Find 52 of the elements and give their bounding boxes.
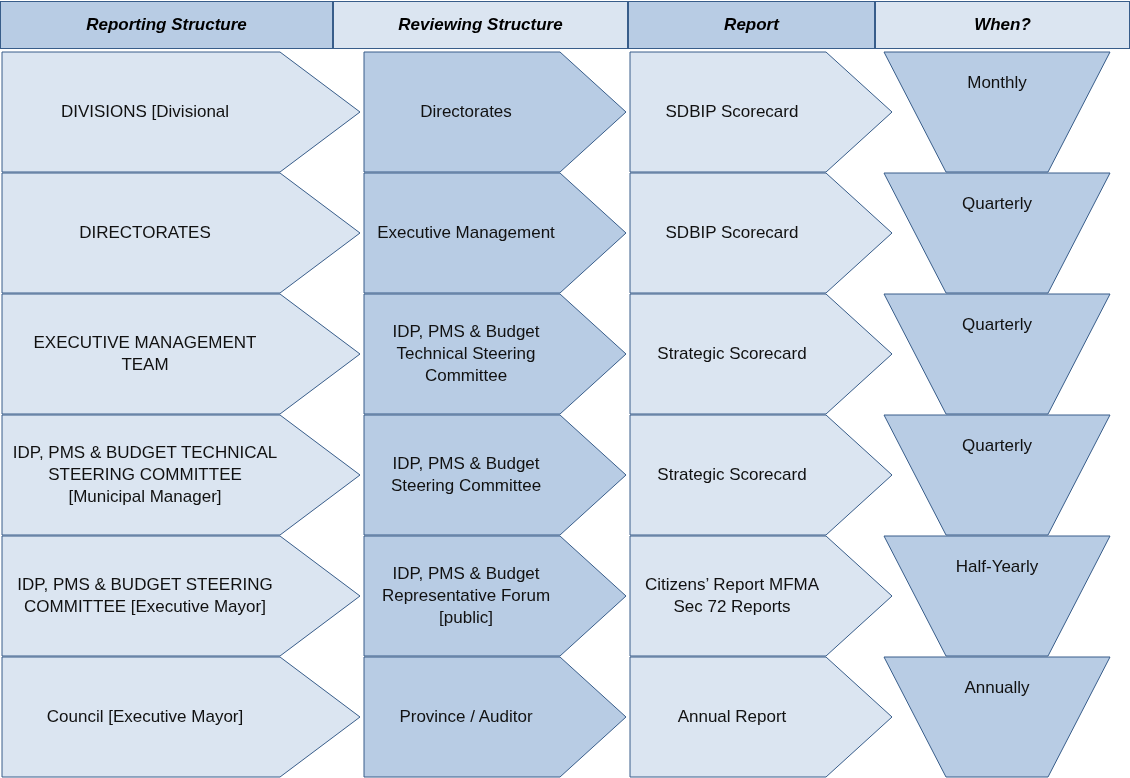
shape-label: DIVISIONS [Divisional — [59, 100, 231, 123]
pentagon-shape — [630, 52, 892, 172]
shape-label: Executive Management — [376, 221, 556, 244]
shape-label: IDP, PMS & Budget Representative Forum [public] — [380, 562, 552, 630]
pentagon-shape — [2, 52, 360, 172]
pentagon-shape — [364, 415, 626, 535]
funnel-shape — [884, 173, 1110, 293]
column-header: Report — [628, 1, 875, 49]
shape-label: Annually — [963, 676, 1031, 699]
shape-label: Strategic Scorecard — [656, 342, 808, 365]
column-header: When? — [875, 1, 1130, 49]
funnel-shape — [884, 294, 1110, 414]
pentagon-shape — [630, 173, 892, 293]
shape-label: Strategic Scorecard — [656, 463, 808, 486]
shape-label: Quarterly — [961, 313, 1033, 336]
funnel-shape — [884, 52, 1110, 172]
shape-label: SDBIP Scorecard — [664, 221, 800, 244]
funnel-shape — [884, 536, 1110, 656]
shape-label: IDP, PMS & Budget Steering Committee — [389, 452, 543, 497]
pentagon-shape — [2, 536, 360, 656]
pentagon-shape — [2, 415, 360, 535]
pentagon-shape — [630, 657, 892, 777]
pentagon-shape — [364, 657, 626, 777]
shape-label: IDP, PMS & BUDGET STEERING COMMITTEE [Executive Mayor] — [16, 573, 274, 618]
shape-label: Annual Report — [676, 705, 788, 728]
shape-label: Quarterly — [961, 434, 1033, 457]
pentagon-shape — [2, 173, 360, 293]
column-header: Reviewing Structure — [333, 1, 628, 49]
shape-label: Quarterly — [961, 192, 1033, 215]
funnel-shape — [884, 657, 1110, 777]
pentagon-shape — [364, 52, 626, 172]
pentagon-shape — [630, 294, 892, 414]
column-header: Reporting Structure — [0, 1, 333, 49]
pentagon-shape — [364, 294, 626, 414]
shape-label: Monthly — [966, 71, 1028, 94]
shape-label: IDP, PMS & BUDGET TECHNICAL STEERING COMMITTEE [Municipal Manager] — [11, 441, 279, 509]
shape-label: SDBIP Scorecard — [664, 100, 800, 123]
shape-label: IDP, PMS & Budget Technical Steering Committee — [391, 320, 541, 388]
pentagon-shape — [630, 415, 892, 535]
pentagon-shape — [2, 657, 360, 777]
shape-label: DIRECTORATES — [78, 221, 212, 244]
funnel-shape — [884, 415, 1110, 535]
pentagon-shape — [630, 536, 892, 656]
shape-label: Council [Executive Mayor] — [45, 705, 245, 728]
pentagon-shape — [364, 536, 626, 656]
shape-label: Citizens’ Report MFMA Sec 72 Reports — [643, 573, 821, 618]
shape-label: EXECUTIVE MANAGEMENT TEAM — [32, 331, 258, 376]
shape-label: Half-Yearly — [954, 555, 1040, 578]
pentagon-shape — [364, 173, 626, 293]
shape-label: Province / Auditor — [398, 705, 534, 728]
shape-label: Directorates — [419, 100, 513, 123]
pentagon-shape — [2, 294, 360, 414]
